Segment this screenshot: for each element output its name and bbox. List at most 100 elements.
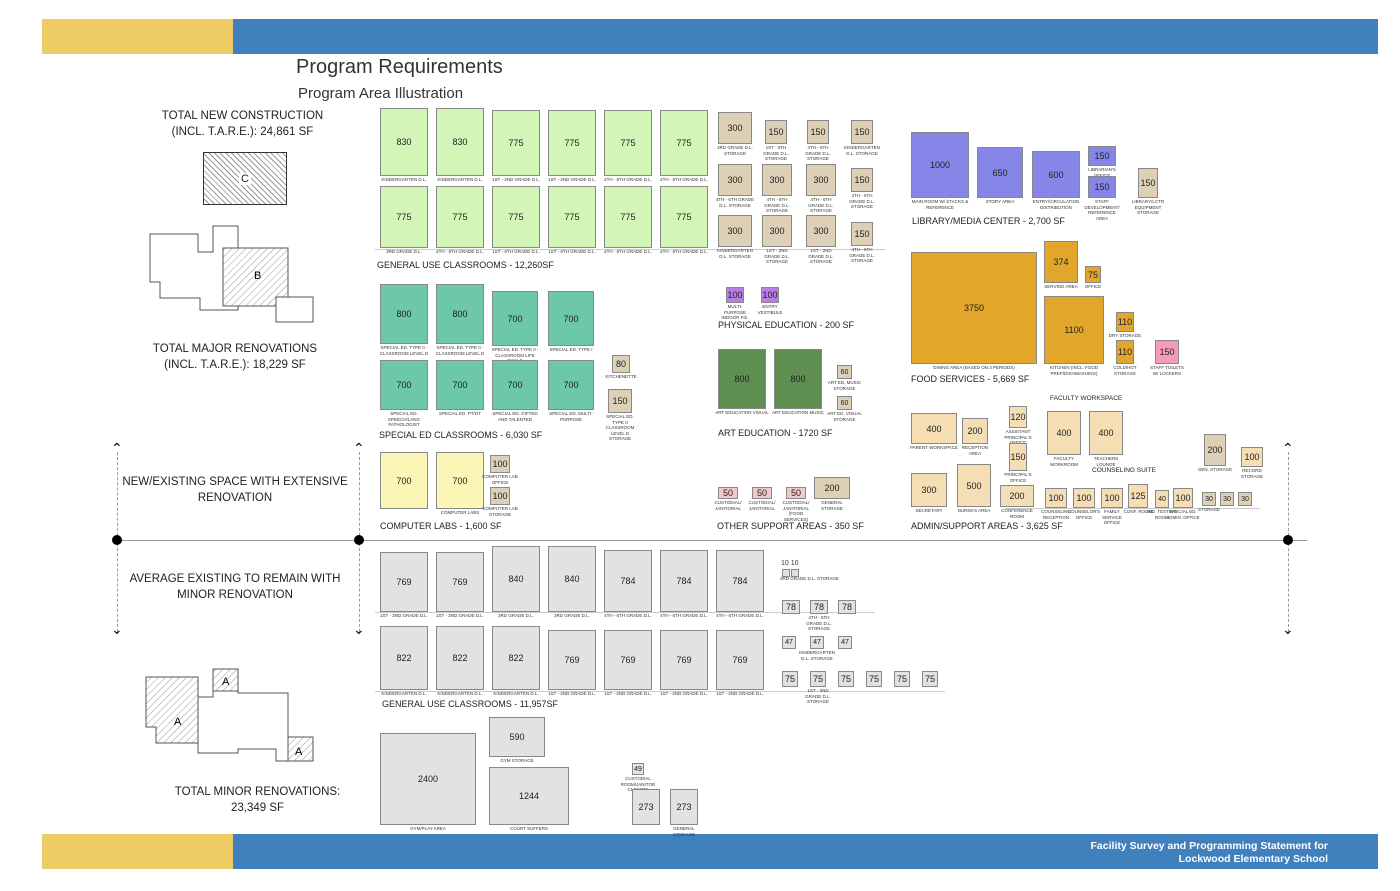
room-label: KINDERGARTEN D.L. xyxy=(493,691,539,696)
room-label: COLD/HOT STORAGE xyxy=(1113,365,1137,376)
room-label: 1ST - 2ND GRADE D.L. xyxy=(716,691,764,696)
room-area-value: 30 xyxy=(1223,495,1231,503)
room-label: GYM STORAGE xyxy=(500,758,534,763)
room-block: 769 xyxy=(716,630,764,690)
total-new-construction: TOTAL NEW CONSTRUCTION (INCL. T.A.R.E.):… xyxy=(161,110,324,138)
room-block: 822 xyxy=(436,626,484,690)
room-area-value: 822 xyxy=(508,653,524,663)
room-area-value: 300 xyxy=(769,226,785,236)
room-label: SPECIAL ED. TYPE II - CLASSROOM LEVEL D xyxy=(379,345,429,356)
room-area-value: 769 xyxy=(396,577,412,587)
chevron-up-icon: ⌃ xyxy=(111,440,123,456)
room-block: 100 xyxy=(490,455,510,473)
room-area-value: 775 xyxy=(620,212,636,222)
room-block: 150 xyxy=(608,389,632,413)
small-storage-values: 10 10 xyxy=(781,560,799,567)
room-area-value: 775 xyxy=(508,138,524,148)
room-label: DRY STORAGE xyxy=(1108,333,1142,338)
room-area-value: 100 xyxy=(492,491,508,501)
room-area-value: 700 xyxy=(396,380,412,390)
room-block: 150 xyxy=(1088,176,1116,198)
room-area-value: 769 xyxy=(676,655,692,665)
room-block: 100 xyxy=(490,487,510,505)
room-area-value: 150 xyxy=(1094,151,1110,161)
room-area-value: 100 xyxy=(1244,452,1260,462)
room-block: 1000 xyxy=(911,132,969,198)
room-block: 47 xyxy=(838,636,852,649)
room-block: 100 xyxy=(1045,488,1067,508)
room-label: 3RD GRADE D.L. xyxy=(498,613,534,618)
room-area-value: 300 xyxy=(727,123,743,133)
group-other-support: OTHER SUPPORT AREAS - 350 SF xyxy=(717,521,864,531)
room-label: KITCHENETTE xyxy=(605,374,637,379)
room-block: 775 xyxy=(492,186,540,248)
group-gen-classrooms-new: GENERAL USE CLASSROOMS - 12,260SF xyxy=(377,260,554,270)
room-label: CONF. ROOM xyxy=(1123,509,1153,514)
room-label: SPECIAL ED. TYPE II CLASSROOM LEVEL D ST… xyxy=(605,414,635,441)
room-area-value: 78 xyxy=(813,602,824,612)
room-block: 30 xyxy=(1202,492,1216,506)
footer-text: Facility Survey and Programming Statemen… xyxy=(900,840,1328,866)
room-label: 4TH - 6TH GRADE D.L. STORAGE xyxy=(849,247,875,263)
room-block: 60 xyxy=(837,365,852,379)
chevron-up-icon: ⌃ xyxy=(1282,440,1294,456)
room-label: 1ST - 2ND GRADE D.L. xyxy=(660,691,708,696)
room-area-value: 300 xyxy=(813,226,829,236)
room-label: COMPUTER LAB STORAGE xyxy=(482,506,518,517)
room-area-value: 200 xyxy=(967,426,983,436)
room-label: SPECIAL ED. TYPE II - CLASSROOM LEVEL D xyxy=(435,345,485,356)
building-a-diagram: A A A xyxy=(145,668,314,762)
room-block: 50 xyxy=(718,487,738,499)
footer-bar-blue xyxy=(233,834,1378,869)
room-block: 75 xyxy=(810,671,826,687)
room-label: COURT SUFFERS xyxy=(509,826,549,831)
room-block: 590 xyxy=(489,717,545,757)
room-area-value: 800 xyxy=(396,309,412,319)
avg-existing-label: AVERAGE EXISTING TO REMAIN WITH MINOR RE… xyxy=(129,573,341,601)
room-area-value: 590 xyxy=(509,732,525,742)
group-food: FOOD SERVICES - 5,669 SF xyxy=(911,374,1030,384)
room-label: KINDERGARTEN D.L. STORAGE xyxy=(844,145,880,156)
room-label: STAFF DEVELOPMENT/ REFERENCE AREA xyxy=(1084,199,1120,221)
room-area-value: 78 xyxy=(841,602,852,612)
room-label: 4TH - 6TH GRADE D.L. STORAGE xyxy=(715,197,755,208)
room-area-value: 700 xyxy=(396,475,412,486)
room-area-value: 775 xyxy=(452,212,468,222)
room-block: 110 xyxy=(1116,340,1134,364)
room-area-value: 100 xyxy=(1076,493,1092,503)
room-area-value: 500 xyxy=(966,480,982,491)
room-area-value: 300 xyxy=(921,485,937,495)
room-area-value: 75 xyxy=(924,674,935,684)
room-label: ART EDUCATION MUSIC xyxy=(771,410,824,415)
room-block: 784 xyxy=(716,550,764,612)
room-label: KINDERGARTEN D.L. STORAGE xyxy=(799,650,835,661)
room-block: 700 xyxy=(380,452,428,509)
room-label: ASSISTANT PRINCIPAL'S OFFICE xyxy=(1004,429,1032,445)
room-label: 1ST - 2ND GRADE D.L. xyxy=(548,691,596,696)
room-area-value: 300 xyxy=(813,175,829,185)
room-label: RECEPTION AREA xyxy=(961,445,989,456)
room-area-value: 3750 xyxy=(963,303,985,313)
group-computer-labs: COMPUTER LABS - 1,600 SF xyxy=(380,521,502,531)
room-area-value: 150 xyxy=(1094,182,1110,192)
room-label: ART EDUCATION VISUAL xyxy=(715,410,769,415)
room-block: 300 xyxy=(911,473,947,507)
room-block: 75 xyxy=(782,671,798,687)
room-label: MULTI-PURPOSE INDOOR P.E. xyxy=(721,304,749,320)
room-label: 1ST - 6TH GRADE D.L. xyxy=(548,249,596,254)
room-area-value: 300 xyxy=(769,175,785,185)
room-area-value: 50 xyxy=(722,488,733,498)
room-label: 1ST - 6TH GRADE D.L. xyxy=(492,249,540,254)
room-label: SERVING AREA xyxy=(1044,284,1078,289)
room-block: 110 xyxy=(1116,312,1134,332)
room-label: 4TH - 6TH GRADE D.L. xyxy=(660,177,708,182)
room-block: 830 xyxy=(436,108,484,176)
room-area-value: 700 xyxy=(452,475,468,486)
room-block: 150 xyxy=(1155,340,1179,364)
room-label: GENERAL STORAGE xyxy=(821,500,843,511)
room-area-value: 800 xyxy=(734,374,750,384)
room-label: GYM/PLAY AREA xyxy=(410,826,446,831)
room-area-value: 150 xyxy=(854,127,870,137)
room-area-value: 700 xyxy=(507,313,523,324)
room-label: 1ST - 2ND GRADE D.L. xyxy=(548,177,596,182)
